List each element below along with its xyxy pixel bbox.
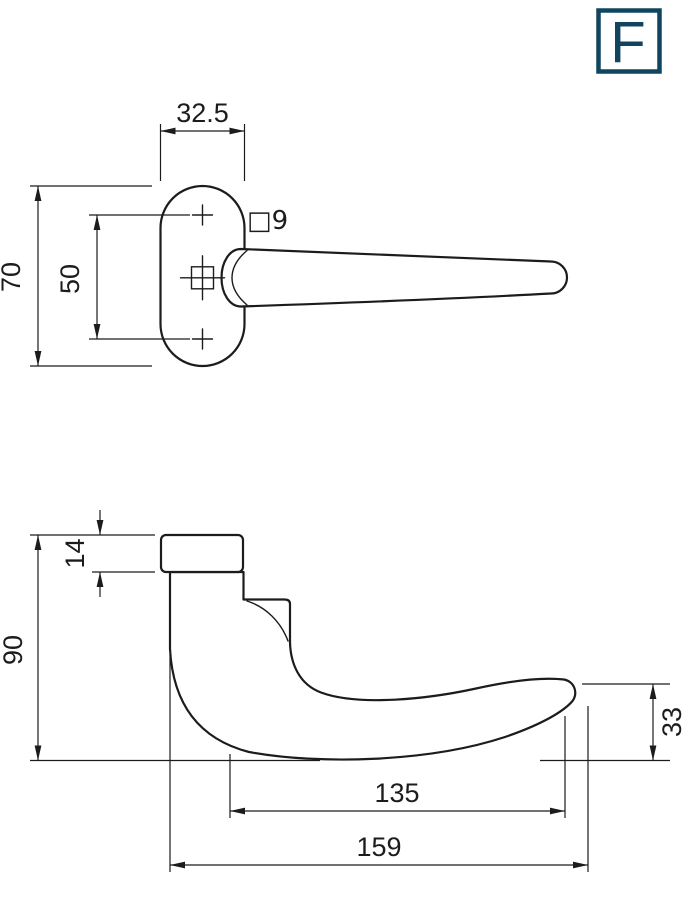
dim-90-label: 90 bbox=[0, 635, 28, 665]
dim-159-label: 159 bbox=[356, 832, 401, 862]
dim-32-5-extension-lines bbox=[159, 124, 246, 181]
spindle-size-label: □9 bbox=[247, 206, 288, 236]
dim-50-extension-lines bbox=[89, 214, 190, 340]
dim-14-label: 14 bbox=[60, 538, 90, 568]
dim-159-extension-lines bbox=[169, 655, 589, 872]
dim-33-label: 33 bbox=[657, 707, 683, 737]
lever-side-profile bbox=[168, 570, 577, 761]
lever-neck-arc bbox=[231, 249, 248, 306]
spindle-centerline-cross bbox=[179, 255, 226, 301]
dim-70-extension-lines bbox=[30, 185, 152, 367]
series-badge-frame bbox=[596, 8, 662, 74]
dim-50-label: 50 bbox=[55, 264, 85, 294]
screw-hole-bottom-cross bbox=[191, 328, 214, 350]
dim-135-extension-lines bbox=[229, 716, 566, 818]
side-view: 90 14 33 135 159 bbox=[0, 510, 683, 872]
dim-70-label: 70 bbox=[0, 262, 26, 292]
neck-fillet-line bbox=[246, 600, 289, 642]
series-badge: F bbox=[596, 8, 662, 76]
lever-front bbox=[220, 247, 569, 308]
dim-135-label: 135 bbox=[374, 778, 419, 808]
series-badge-letter: F bbox=[610, 11, 645, 76]
rose-plate-side bbox=[159, 533, 245, 574]
front-view: 32.5 70 50 □9 bbox=[0, 98, 569, 368]
screw-hole-top-cross bbox=[191, 204, 214, 226]
dim-90-extension-lines bbox=[30, 534, 320, 762]
dim-32-5-label: 32.5 bbox=[176, 98, 229, 128]
